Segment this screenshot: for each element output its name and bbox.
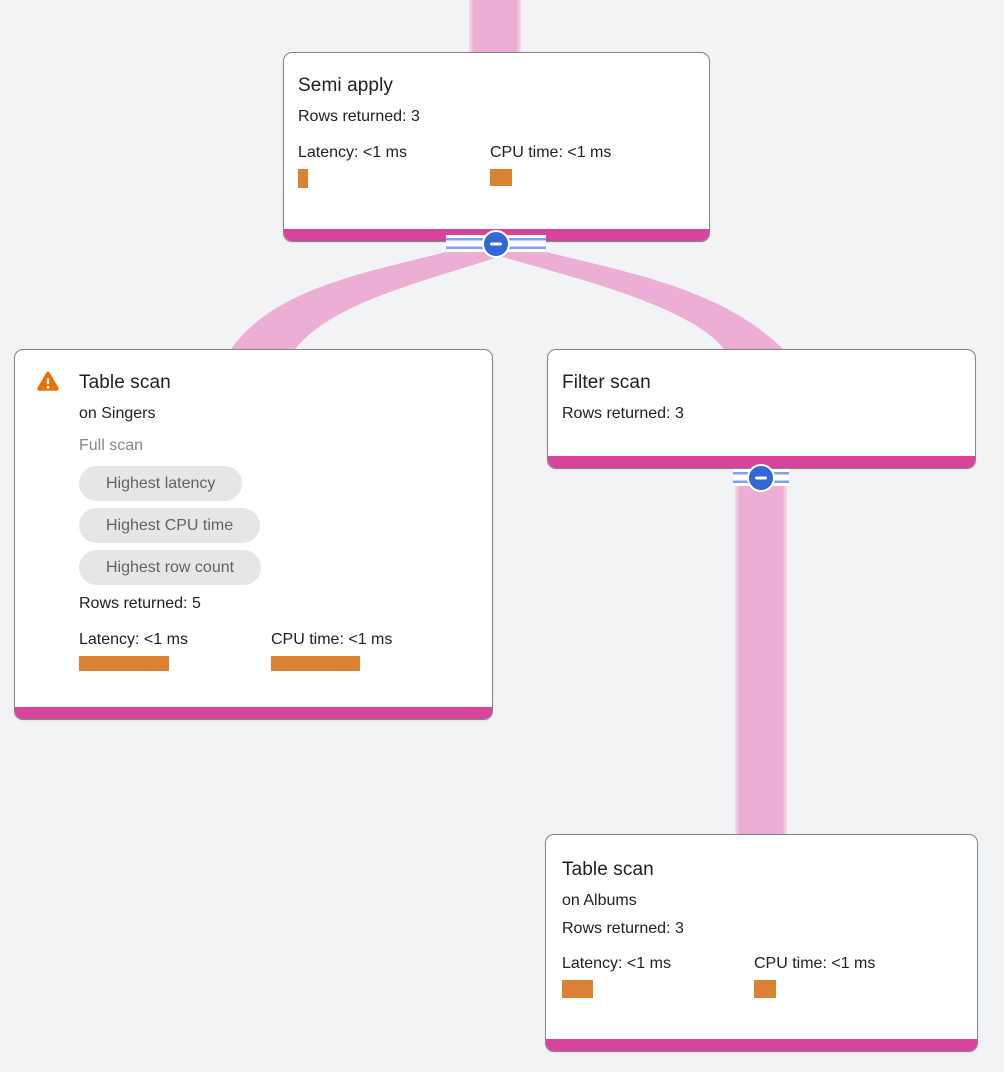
node-accent-bar bbox=[548, 456, 975, 468]
node-accent-bar bbox=[15, 707, 492, 719]
edge-filter-scan-to-table-scan-albums bbox=[735, 474, 787, 840]
badge-highest-latency: Highest latency bbox=[79, 466, 243, 501]
badge-highest-row-count: Highest row count bbox=[79, 550, 262, 585]
node-title: Table scan bbox=[562, 859, 654, 880]
collapse-minus-icon bbox=[490, 242, 502, 245]
rows-returned-label: Rows returned: 3 bbox=[562, 405, 684, 422]
node-card-table-scan-singers[interactable]: Table scan on Singers Full scan Highest … bbox=[14, 349, 493, 720]
edge-semi-apply-to-table-scan-singers bbox=[229, 249, 503, 352]
cpu-time-bar bbox=[271, 656, 360, 671]
cpu-time-label: CPU time: <1 ms bbox=[490, 144, 612, 161]
node-card-filter-scan[interactable]: Filter scan Rows returned: 3 bbox=[547, 349, 976, 469]
node-title: Table scan bbox=[79, 372, 171, 393]
latency-label: Latency: <1 ms bbox=[79, 631, 188, 648]
cpu-time-bar bbox=[490, 169, 512, 186]
edge-parent-to-semi-apply bbox=[469, 0, 521, 60]
latency-bar bbox=[298, 169, 308, 188]
collapse-button-semi-apply[interactable] bbox=[446, 229, 546, 258]
badge-highest-cpu-time: Highest CPU time bbox=[79, 508, 261, 543]
node-target-table: on Albums bbox=[562, 892, 637, 909]
node-accent-bar bbox=[546, 1039, 977, 1051]
node-card-table-scan-albums[interactable]: Table scan on Albums Rows returned: 3 La… bbox=[545, 834, 978, 1052]
collapse-minus-icon bbox=[755, 476, 767, 479]
latency-label: Latency: <1 ms bbox=[298, 144, 407, 161]
cpu-time-bar bbox=[754, 980, 776, 998]
collapse-circle bbox=[482, 229, 510, 258]
cpu-time-label: CPU time: <1 ms bbox=[754, 955, 876, 972]
rows-returned-label: Rows returned: 3 bbox=[562, 920, 684, 937]
collapse-button-filter-scan[interactable] bbox=[733, 463, 789, 492]
node-card-semi-apply[interactable]: Semi apply Rows returned: 3 Latency: <1 … bbox=[283, 52, 710, 242]
collapse-circle bbox=[747, 463, 775, 492]
cpu-time-label: CPU time: <1 ms bbox=[271, 631, 393, 648]
latency-bar bbox=[79, 656, 169, 671]
scan-type-label: Full scan bbox=[79, 437, 144, 454]
rows-returned-label: Rows returned: 3 bbox=[298, 108, 420, 125]
latency-label: Latency: <1 ms bbox=[562, 955, 671, 972]
node-title: Semi apply bbox=[298, 75, 393, 96]
edge-semi-apply-to-filter-scan bbox=[489, 249, 786, 352]
node-target-table: on Singers bbox=[79, 405, 156, 422]
rows-returned-label: Rows returned: 5 bbox=[79, 595, 201, 612]
warning-icon bbox=[36, 371, 60, 393]
node-title: Filter scan bbox=[562, 372, 651, 393]
latency-bar bbox=[562, 980, 593, 998]
